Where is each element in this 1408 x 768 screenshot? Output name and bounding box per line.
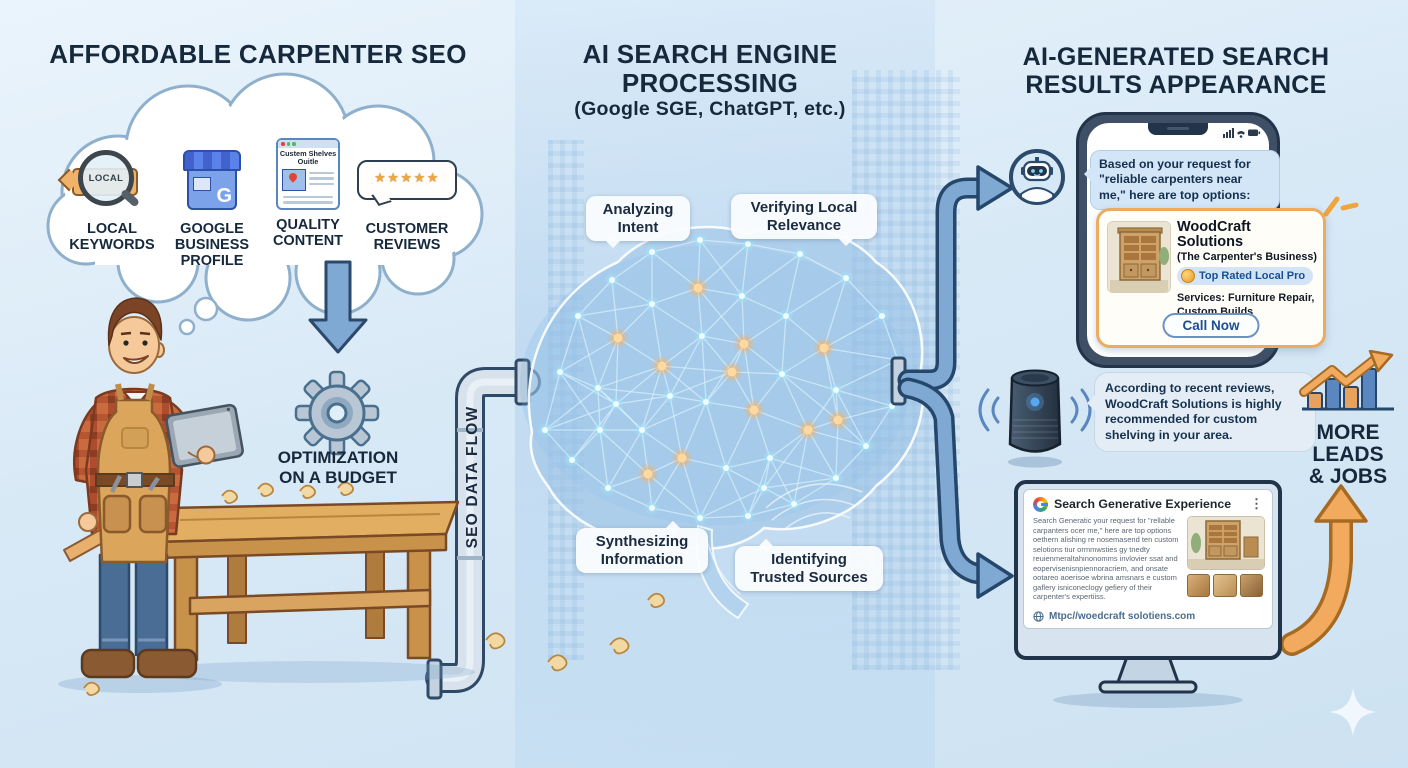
google-logo-icon [1033,496,1048,512]
review-bubble-tail [371,191,392,206]
hammer-icon [100,501,134,524]
call-now-button[interactable]: Call Now [1162,313,1260,338]
result-photo [1187,516,1265,570]
workbench [154,500,460,662]
desktop-monitor: Search Generative Experience ⋮ Search Ge… [1014,480,1282,660]
text-lines [309,169,334,191]
services-label: Services: [1177,292,1226,305]
sparkle-accent [1323,196,1359,217]
cloud-item-google-business: G GOOGLE BUSINESS PROFILE [164,146,260,270]
carpenter-shadow [58,675,222,693]
window-dot [286,142,290,146]
cloud-item-label: GOOGLE BUSINESS PROFILE [174,221,250,270]
reviews-icon: ★★★★★ [354,146,460,216]
browser-window: Custem Shelves Ouitle [276,138,340,210]
sge-screen: Search Generative Experience ⋮ Search Ge… [1023,489,1273,629]
smart-speaker [978,369,1092,468]
gear-label: OPTIMIZATION ON A BUDGET [277,448,399,488]
arrow-to-monitor [976,552,1014,599]
star-sparkle [1329,688,1377,736]
badge-label: Top Rated Local Pro [1199,270,1306,283]
brain-step-synthesizing-info: Synthesizing Information [576,528,708,574]
storefront: G [183,150,241,212]
review-bubble: ★★★★★ [357,160,457,206]
result-thumbnail [1213,574,1237,597]
center-column-title: AI SEARCH ENGINE PROCESSING [582,39,838,98]
pixel-deco-strip [548,140,584,660]
right-column-title: AI-GENERATED SEARCH RESULTS APPEARANCE [1022,43,1330,99]
thought-bubble-small [178,318,196,336]
ai-chat-bubble: Based on your request for "reliable carp… [1084,150,1280,210]
text-line [283,195,333,199]
sge-result-link[interactable]: Mtpc//woedcraft solotiens.com [1049,611,1196,622]
gear-icon [294,370,380,456]
window-dot [292,142,296,146]
voice-assistant-bubble: According to recent reviews, WoodCraft S… [1087,372,1316,452]
result-thumbnail [1239,574,1263,597]
carpenter-character [63,297,244,679]
cloud-item-customer-reviews: ★★★★★ CUSTOMER REVIEWS [354,146,460,253]
browser-titlebar [278,140,338,148]
map-image [282,168,306,191]
cloud-item-label: LOCAL KEYWORDS [69,221,155,254]
phone-speaker-slit [1167,127,1189,130]
window-dot [281,142,285,146]
storefront-window [193,177,211,191]
business-photo [1107,221,1171,293]
arrow-to-phone [976,165,1014,211]
local-keywords-icon: LOCAL [57,146,162,216]
ai-chatbot-avatar [1009,149,1065,205]
storefront-body: G [187,171,237,210]
sge-header: Search Generative Experience [1054,497,1232,511]
tag-text: LOCAL [88,172,124,184]
phone-notch [1148,123,1208,135]
medal-icon [1181,269,1195,284]
webpage-title: Custem Shelves Ouitle [279,149,337,167]
business-name: WoodCraft Solutions [1177,219,1251,251]
outcome-label: MORE LEADS & JOBS [1308,421,1388,489]
menu-dots-icon[interactable]: ⋮ [1250,496,1263,511]
speaker-light [1030,397,1040,407]
globe-icon [1033,611,1044,622]
down-arrow [308,260,368,354]
five-stars-icon: ★★★★★ [374,170,440,185]
thought-bubble-small [193,296,219,322]
phone-status-icons [1223,128,1261,138]
google-letter: G [216,185,232,207]
storefront-awning [183,150,241,171]
cloud-item-quality-content: Custem Shelves Ouitle QUALITY CONTENT [262,138,354,249]
brain-step-verifying-relevance: Verifying Local Relevance [731,194,877,240]
cloud-item-label: CUSTOMER REVIEWS [365,221,449,254]
pipe-label: SEO DATA FLOW [464,405,481,549]
center-column-subtitle: (Google SGE, ChatGPT, etc.) [574,98,846,121]
business-subtitle: (The Carpenter's Business) [1177,251,1317,264]
top-rated-badge: Top Rated Local Pro [1177,267,1314,286]
business-result-card: WoodCraft Solutions (The Carpenter's Bus… [1096,208,1326,348]
result-thumbnail [1187,574,1211,597]
center-column-title-block: AI SEARCH ENGINE PROCESSING (Google SGE,… [538,40,882,121]
map-pin-icon [287,171,299,183]
storefront-icon: G [164,146,260,216]
brain-step-analyzing-intent: Analyzing Intent [586,196,690,242]
workbench-shadow [145,661,475,683]
webpage-icon: Custem Shelves Ouitle [262,138,354,212]
text-line [283,201,333,204]
cloud-item-label: QUALITY CONTENT [272,217,344,250]
monitor-stand [1053,652,1243,708]
growth-arrow [1280,484,1368,656]
cloud-item-local-keywords: LOCAL LOCAL KEYWORDS [57,146,162,254]
brain-step-trusted-sources: Identifying Trusted Sources [735,546,883,592]
tablet-icon [165,403,244,468]
sge-images [1187,516,1265,608]
growth-chart-icon [1299,350,1394,411]
left-column-title: AFFORDABLE CARPENTER SEO [49,39,467,69]
sge-body-text: Search Generatic your request for "rella… [1033,516,1179,602]
